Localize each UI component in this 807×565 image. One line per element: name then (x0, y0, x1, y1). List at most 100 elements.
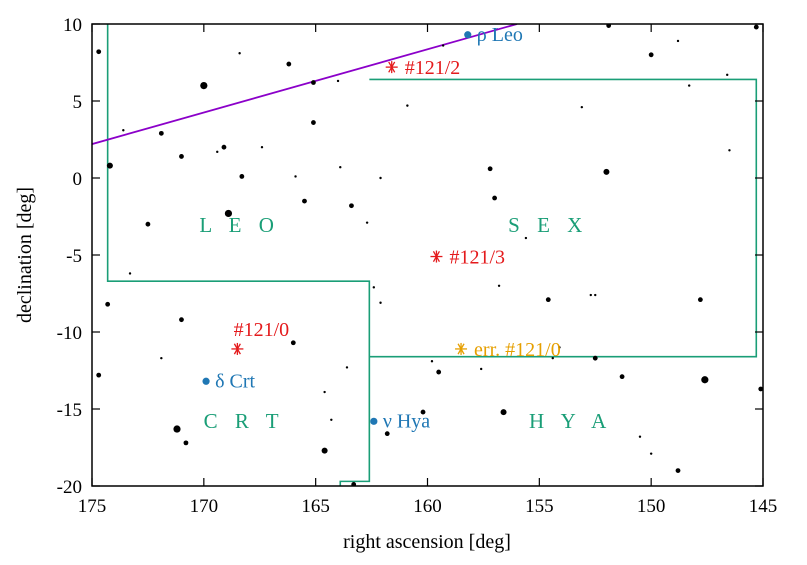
asterisk-marker (385, 61, 398, 74)
field-star (648, 52, 654, 58)
field-star (349, 203, 354, 209)
field-star (339, 166, 342, 169)
field-star (589, 293, 592, 297)
field-star (379, 301, 382, 304)
field-star (728, 149, 731, 152)
y-tick-label: -15 (57, 400, 82, 421)
field-star (687, 84, 691, 87)
field-star (290, 340, 296, 346)
field-star (753, 24, 759, 30)
named-star-label: δ Crt (215, 370, 255, 392)
field-star (302, 198, 307, 204)
marker-label: #121/3 (449, 247, 505, 269)
field-star (294, 175, 297, 178)
field-star (105, 301, 111, 307)
field-star (558, 346, 561, 349)
field-star (441, 44, 445, 47)
field-star (221, 144, 227, 150)
asterisk-marker (455, 342, 468, 355)
field-star (758, 386, 763, 392)
field-star (676, 39, 680, 43)
marker-label: #121/0 (234, 319, 290, 341)
x-tick-label: 150 (637, 496, 666, 517)
y-tick-label: 5 (73, 92, 83, 113)
field-star (479, 367, 483, 371)
field-star (492, 195, 497, 201)
field-star (160, 356, 163, 360)
constellation-label: L E O (199, 213, 280, 237)
field-star (260, 146, 264, 149)
field-star (701, 376, 709, 384)
asterisk-marker (430, 250, 443, 263)
named-star-dot (464, 31, 472, 39)
marker-label: err. #121/0 (474, 339, 561, 361)
named-stars: ρ Leo δ Crt ν Hya (202, 24, 523, 432)
field-star (551, 356, 554, 360)
field-star (436, 369, 442, 375)
field-star (497, 284, 501, 287)
constellation-boundary (369, 78, 758, 358)
field-star (430, 360, 434, 363)
x-tick-label: 160 (413, 496, 442, 517)
x-tick-label: 155 (525, 496, 554, 517)
field-star (183, 440, 189, 446)
field-star (239, 174, 245, 179)
field-star (96, 49, 102, 55)
x-axis-title: right ascension [deg] (343, 531, 511, 553)
field-star (420, 409, 426, 415)
field-star (675, 468, 681, 473)
field-star (321, 447, 328, 454)
field-star (592, 355, 598, 361)
field-star (158, 130, 164, 136)
field-star (603, 168, 610, 175)
x-tick-label: 170 (190, 496, 219, 517)
field-star (286, 61, 292, 67)
x-tick-label: 175 (78, 496, 107, 517)
field-star (545, 297, 551, 303)
constellation-boundaries (106, 24, 758, 486)
field-star (487, 166, 493, 172)
field-star (122, 129, 125, 132)
field-star (106, 162, 113, 169)
field-star (697, 297, 703, 303)
named-star-label: ρ Leo (477, 24, 523, 46)
field-star (638, 435, 642, 438)
field-star (580, 105, 584, 109)
named-star-dot (202, 377, 210, 385)
y-tick-label: -10 (57, 323, 82, 344)
field-star (173, 425, 181, 433)
field-stars (96, 24, 763, 486)
field-star (500, 409, 507, 416)
asterisk-marker (231, 342, 244, 355)
field-star (200, 82, 208, 90)
field-star (606, 24, 612, 28)
field-star (179, 154, 184, 159)
field-star (96, 372, 102, 378)
field-star (179, 317, 184, 323)
named-star-label: ν Hya (383, 410, 430, 432)
constellation-boundary (106, 24, 371, 486)
constellation-labels: L E O S E X C R T H Y A (199, 213, 612, 433)
ecliptic-line-group (92, 24, 518, 145)
field-star (216, 150, 219, 154)
field-star (594, 293, 597, 297)
x-tick-label: 165 (301, 496, 330, 517)
y-axis-title: declination [deg] (14, 187, 36, 323)
field-star (145, 221, 151, 227)
field-star (311, 120, 316, 125)
field-star (406, 104, 409, 107)
field-star (311, 80, 316, 85)
field-star (726, 73, 729, 77)
named-star-dot (370, 417, 378, 425)
constellation-label: S E X (508, 213, 588, 237)
constellation-label: H Y A (529, 409, 612, 433)
ecliptic-line (92, 24, 518, 145)
field-star (372, 286, 376, 289)
field-star (384, 431, 390, 437)
field-star (336, 79, 340, 83)
constellation-label: C R T (204, 409, 285, 433)
marker-label: #121/2 (405, 57, 461, 79)
x-tick-label: 145 (749, 496, 778, 517)
